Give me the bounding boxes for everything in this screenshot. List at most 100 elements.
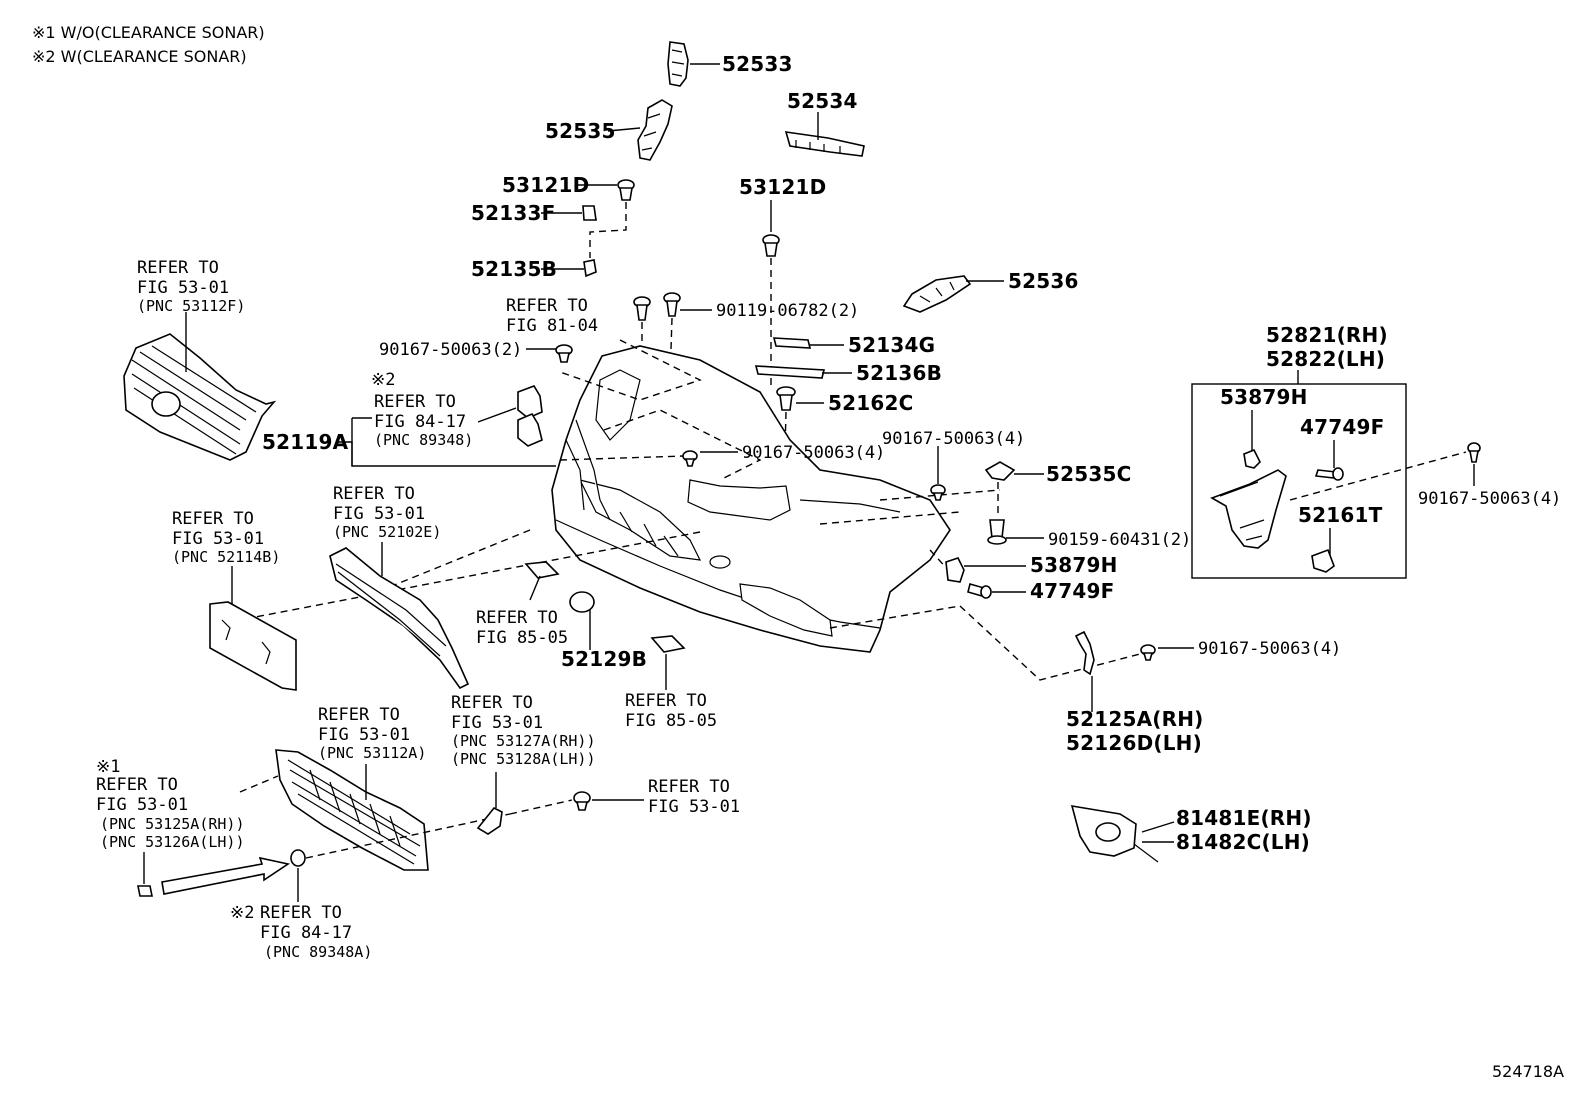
screw-90119-06782: 90119-06782(2): [633, 292, 859, 400]
cover-fig85-right: REFER TO FIG 85-05: [625, 635, 717, 731]
ref-52114B-line3[interactable]: (PNC 52114B): [172, 548, 280, 566]
bumper-cover-52119A-callout: 52119A: [262, 417, 556, 467]
ref-52114B-line2[interactable]: FIG 53-01: [172, 529, 264, 549]
ref-52114B-line1[interactable]: REFER TO: [172, 509, 254, 529]
diagram-id: 524718A: [1492, 1062, 1564, 1081]
bolt-90159-60431: 90159-60431(2): [987, 519, 1191, 550]
retainer-52136B: 52136B: [754, 361, 942, 385]
clip-52535C: 52535C: [984, 461, 1131, 518]
label-52135B[interactable]: 52135B: [471, 257, 557, 281]
ref-53112A-line2[interactable]: FIG 53-01: [318, 725, 410, 745]
label-52535C[interactable]: 52535C: [1046, 462, 1131, 486]
ref-fig85-a-line1[interactable]: REFER TO: [476, 608, 558, 628]
ref-89348A-line2[interactable]: FIG 84-17: [260, 923, 352, 943]
clip-fig53-lower: REFER TO FIG 53-01: [573, 777, 740, 817]
screw-90167-50063-2: 90167-50063(2): [379, 340, 573, 363]
label-47749F-box[interactable]: 47749F: [1300, 415, 1384, 439]
ref-53125A-mark[interactable]: ※1: [96, 757, 120, 777]
ref-89348A-mark[interactable]: ※2: [230, 903, 254, 923]
ref-53125A-line2[interactable]: FIG 53-01: [96, 795, 188, 815]
screw-90167-50063-center: 90167-50063(4): [682, 443, 885, 467]
ref-fig53-clip-line1[interactable]: REFER TO: [648, 777, 730, 797]
label-52126D[interactable]: 52126D(LH): [1066, 731, 1202, 755]
ref-53125A-line4[interactable]: (PNC 53126A(LH)): [100, 833, 245, 851]
ref-grille-top-line2[interactable]: FIG 53-01: [137, 278, 229, 298]
front-bumper-cover: [551, 345, 951, 653]
label-53121D-right[interactable]: 53121D: [739, 175, 826, 199]
ref-fig85-b-line2[interactable]: FIG 85-05: [625, 711, 717, 731]
label-52129B[interactable]: 52129B: [561, 647, 647, 671]
label-52119A[interactable]: 52119A: [262, 430, 349, 454]
ref-fig81: REFER TO FIG 81-04: [506, 296, 598, 336]
bracket-52534: 52534: [784, 89, 865, 157]
label-52134G[interactable]: 52134G: [848, 333, 935, 357]
label-52533[interactable]: 52533: [722, 52, 793, 76]
label-90167-50063-lower[interactable]: 90167-50063(4): [1198, 639, 1341, 659]
ref-fig81-line1[interactable]: REFER TO: [506, 296, 588, 316]
screw-47749F-main: 47749F: [967, 579, 1114, 603]
grille-molding-52102E: REFER TO FIG 53-01 (PNC 52102E): [329, 484, 470, 690]
label-81482C[interactable]: 81482C(LH): [1176, 830, 1310, 854]
label-52162C[interactable]: 52162C: [828, 391, 913, 415]
ref-53125A-line1[interactable]: REFER TO: [96, 775, 178, 795]
ref-89348A-line1[interactable]: REFER TO: [260, 903, 342, 923]
ref-fig84-top-mark[interactable]: ※2: [371, 370, 395, 390]
clip-53121D-left: 53121D: [502, 173, 635, 201]
note-without-sonar: ※1 W/O(CLEARANCE SONAR): [32, 23, 265, 42]
ref-53127A-line2[interactable]: FIG 53-01: [451, 713, 543, 733]
label-52161T[interactable]: 52161T: [1298, 503, 1383, 527]
ref-53127A-line1[interactable]: REFER TO: [451, 693, 533, 713]
label-90167-50063-2[interactable]: 90167-50063(2): [379, 340, 522, 360]
ref-52102E-line1[interactable]: REFER TO: [333, 484, 415, 504]
retainer-52133F: 52133F: [471, 201, 597, 225]
label-52821[interactable]: 52821(RH): [1266, 323, 1388, 347]
label-52535[interactable]: 52535: [545, 119, 616, 143]
label-90159-60431[interactable]: 90159-60431(2): [1048, 530, 1191, 550]
label-53121D-left[interactable]: 53121D: [502, 173, 589, 197]
ref-53127A-line4[interactable]: (PNC 53128A(LH)): [451, 750, 596, 768]
label-53879H-box[interactable]: 53879H: [1220, 385, 1308, 409]
label-52822[interactable]: 52822(LH): [1266, 347, 1385, 371]
lower-grille-53112A: REFER TO FIG 53-01 (PNC 53112A): [275, 705, 429, 871]
label-90167-50063-right[interactable]: 90167-50063(4): [882, 429, 1025, 449]
label-52536[interactable]: 52536: [1008, 269, 1079, 293]
ref-89348A-line3[interactable]: (PNC 89348A): [264, 943, 372, 961]
bracket-52533: 52533: [667, 41, 793, 87]
bracket-52535: 52535: [545, 99, 673, 161]
fog-lamp-cover-81481E-81482C: 81481E(RH) 81482C(LH): [1070, 805, 1312, 863]
label-90119-06782[interactable]: 90119-06782(2): [716, 301, 859, 321]
ref-fig53-clip-line2[interactable]: FIG 53-01: [648, 797, 740, 817]
bracket-assembly-52821-52822: 52821(RH) 52822(LH) 53879H 47749F 52161T: [1191, 323, 1407, 579]
ref-fig85-a-line2[interactable]: FIG 85-05: [476, 628, 568, 648]
label-81481E[interactable]: 81481E(RH): [1176, 806, 1312, 830]
ref-grille-top-line1[interactable]: REFER TO: [137, 258, 219, 278]
screw-90167-50063-right: 90167-50063(4): [882, 429, 1025, 501]
screw-90167-50063-lower: 90167-50063(4): [1140, 639, 1341, 661]
sonar-bracket-89348: ※2 REFER TO FIG 84-17 (PNC 89348): [371, 370, 543, 449]
note-with-sonar: ※2 W(CLEARANCE SONAR): [32, 47, 247, 66]
label-52136B[interactable]: 52136B: [856, 361, 942, 385]
ref-fig84-top-line3[interactable]: (PNC 89348): [374, 431, 473, 449]
direction-arrow: [161, 856, 291, 895]
ref-52102E-line2[interactable]: FIG 53-01: [333, 504, 425, 524]
label-52534[interactable]: 52534: [787, 89, 858, 113]
ref-53125A-line3[interactable]: (PNC 53125A(RH)): [100, 815, 245, 833]
label-52125A[interactable]: 52125A(RH): [1066, 707, 1203, 731]
label-52133F[interactable]: 52133F: [471, 201, 555, 225]
ref-53127A-line3[interactable]: (PNC 53127A(RH)): [451, 732, 596, 750]
label-90167-50063-far-right[interactable]: 90167-50063(4): [1418, 489, 1561, 509]
ref-fig85-b-line1[interactable]: REFER TO: [625, 691, 707, 711]
bracket-group-box: [1191, 383, 1407, 579]
ref-52102E-line3[interactable]: (PNC 52102E): [333, 523, 441, 541]
ref-fig81-line2[interactable]: FIG 81-04: [506, 316, 598, 336]
ref-fig84-top-line2[interactable]: FIG 84-17: [374, 412, 466, 432]
label-47749F-main[interactable]: 47749F: [1030, 579, 1114, 603]
sensor-retainer-89348A: ※2 REFER TO FIG 84-17 (PNC 89348A): [230, 849, 372, 961]
label-53879H-main[interactable]: 53879H: [1030, 553, 1118, 577]
label-90167-50063-center[interactable]: 90167-50063(4): [742, 443, 885, 463]
ref-grille-top-line3[interactable]: (PNC 53112F): [137, 297, 245, 315]
ref-fig84-top-line1[interactable]: REFER TO: [374, 392, 456, 412]
ref-53112A-line1[interactable]: REFER TO: [318, 705, 400, 725]
ref-53112A-line3[interactable]: (PNC 53112A): [318, 744, 426, 762]
